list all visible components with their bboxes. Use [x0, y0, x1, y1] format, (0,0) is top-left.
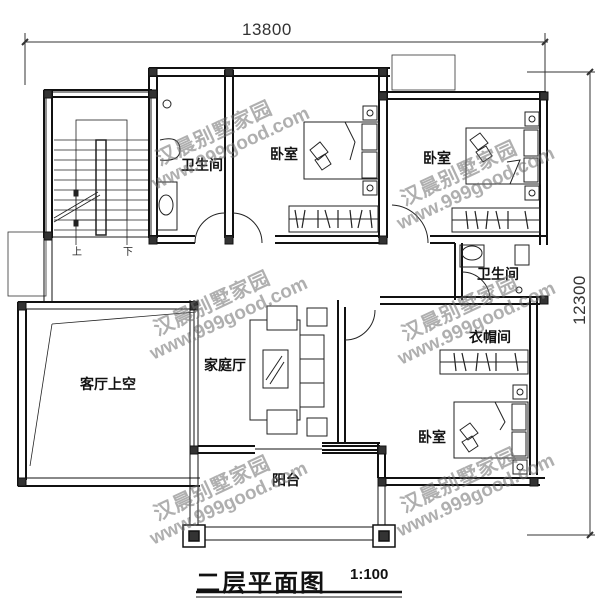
exterior-platform — [7, 231, 47, 297]
drawing-scale: 1:100 — [350, 566, 389, 583]
wardrobe-hangers — [294, 209, 529, 372]
room-bedroom-1: 卧室 — [270, 147, 298, 163]
width-dimension: 13800 — [242, 20, 292, 39]
balcony-posts — [182, 524, 396, 548]
furniture — [249, 105, 541, 475]
room-bathroom-left: 卫生间 — [181, 158, 223, 174]
room-family-hall: 家庭厅 — [204, 358, 246, 374]
depth-dimension: 12300 — [569, 275, 589, 325]
room-bathroom-right: 卫生间 — [477, 267, 519, 283]
walls — [17, 67, 548, 541]
stair-up-label: 上 — [72, 247, 82, 258]
drawing-title: 二层平面图 — [196, 569, 326, 597]
room-bedroom-2: 卧室 — [423, 151, 451, 167]
door-swings — [194, 204, 491, 341]
room-cloakroom: 衣帽间 — [469, 330, 511, 346]
dimension-lines — [21, 33, 595, 539]
void-lines — [29, 311, 197, 467]
stair-down-label: 下 — [123, 247, 133, 258]
columns — [17, 67, 549, 487]
room-bedroom-3: 卧室 — [418, 430, 446, 446]
staircase — [45, 91, 152, 245]
bathroom-fixtures — [156, 99, 530, 294]
room-living-void: 客厅上空 — [80, 377, 136, 393]
room-balcony: 阳台 — [272, 473, 300, 489]
